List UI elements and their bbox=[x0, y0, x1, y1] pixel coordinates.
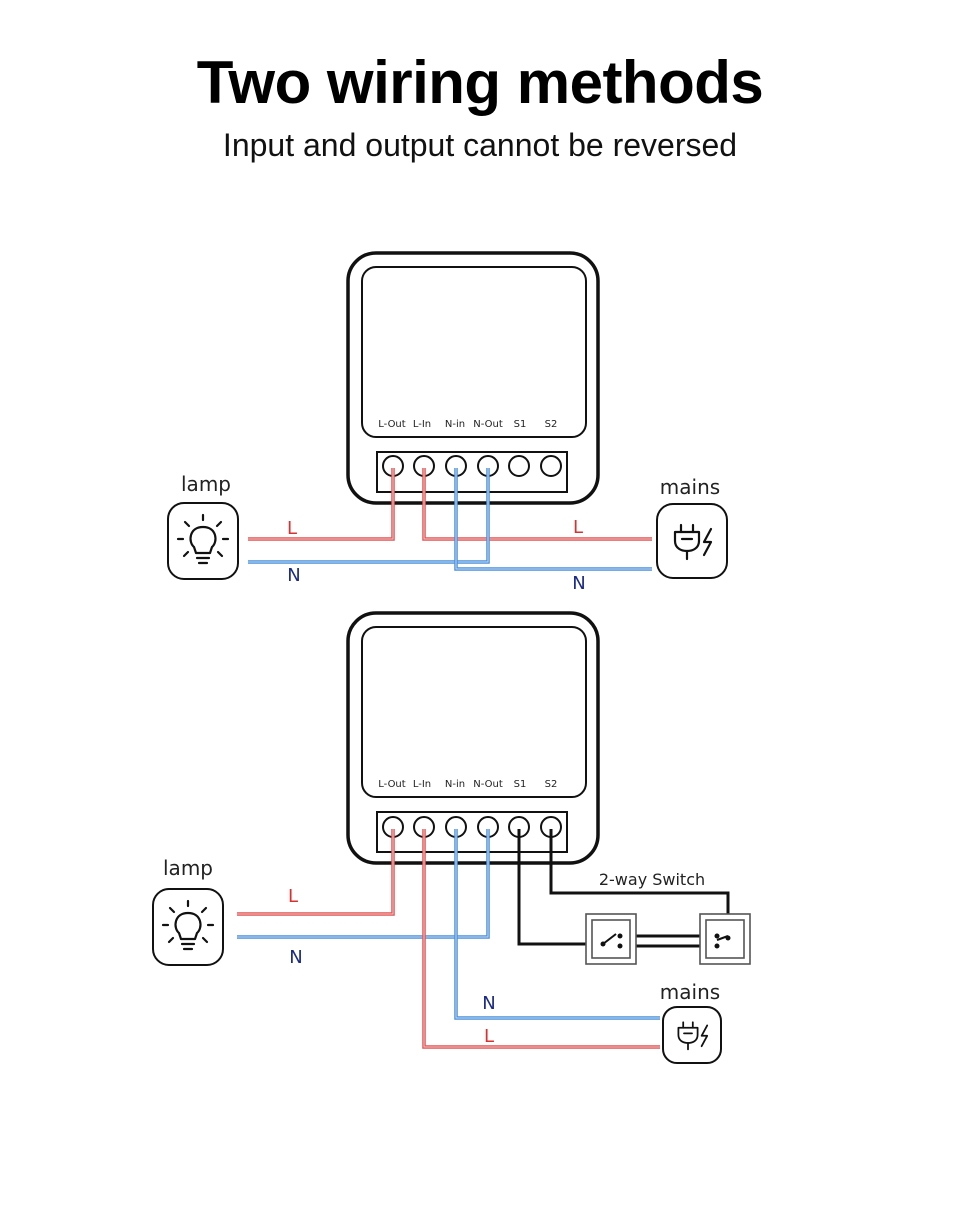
smart-switch-module-2: L-Out L-In N-in N-Out S1 S2 bbox=[346, 611, 600, 865]
wire-s1 bbox=[517, 829, 603, 946]
lamp-icon-box bbox=[167, 502, 239, 580]
diagram-1: L-Out L-In N-in N-Out S1 S2 L N bbox=[167, 251, 728, 594]
switch-icon bbox=[585, 913, 637, 965]
mains-label: mains bbox=[660, 475, 720, 499]
terminal-label-s2: S2 bbox=[545, 779, 558, 790]
wire-label-n-left: N bbox=[287, 565, 300, 586]
module-face bbox=[361, 266, 587, 438]
smart-switch-module-1: L-Out L-In N-in N-Out S1 S2 bbox=[346, 251, 600, 505]
switch-label: 2-way Switch bbox=[599, 870, 705, 889]
diagram-2: L-Out L-In N-in N-Out S1 S2 bbox=[152, 611, 751, 1064]
terminal-label-n-out: N-Out bbox=[473, 419, 503, 430]
wire-label-n-right: N bbox=[572, 573, 585, 594]
switch-icon bbox=[699, 913, 751, 965]
terminal-label-n-in: N-in bbox=[445, 419, 465, 430]
page-title: Two wiring methods bbox=[196, 49, 764, 116]
wire-label-l-right: L bbox=[573, 517, 583, 538]
lamp-label: lamp bbox=[163, 856, 213, 880]
page-subtitle: Input and output cannot be reversed bbox=[222, 127, 738, 163]
wires-1 bbox=[248, 468, 652, 571]
plug-icon bbox=[677, 1021, 709, 1051]
terminal-label-l-in: L-In bbox=[413, 419, 431, 430]
mains-icon-box bbox=[656, 503, 728, 579]
module-face bbox=[361, 626, 587, 798]
terminal-label-n-out: N-Out bbox=[473, 779, 503, 790]
mains-icon-box bbox=[662, 1006, 722, 1064]
terminal-label-l-out: L-Out bbox=[378, 779, 405, 790]
wire-label-l-left: L bbox=[287, 518, 297, 539]
wire-label-n-mains: N bbox=[482, 993, 495, 1014]
terminal-s2 bbox=[540, 455, 562, 477]
terminal-strip bbox=[376, 451, 568, 493]
mains-label: mains bbox=[660, 980, 720, 1004]
wire-label-l-left: L bbox=[288, 886, 298, 907]
wire-label-l-mains: L bbox=[484, 1026, 494, 1047]
terminal-label-l-in: L-In bbox=[413, 779, 431, 790]
plug-icon bbox=[673, 523, 713, 561]
terminal-label-n-in: N-in bbox=[445, 779, 465, 790]
terminal-strip bbox=[376, 811, 568, 853]
wire-label-n-left: N bbox=[289, 947, 302, 968]
terminal-label-s1: S1 bbox=[514, 419, 527, 430]
lightbulb-icon bbox=[161, 899, 215, 951]
lamp-label: lamp bbox=[181, 472, 231, 496]
terminal-label-l-out: L-Out bbox=[378, 419, 405, 430]
terminal-label-s2: S2 bbox=[545, 419, 558, 430]
terminal-label-s1: S1 bbox=[514, 779, 527, 790]
wires-2 bbox=[237, 829, 730, 1049]
lamp-icon-box bbox=[152, 888, 224, 966]
terminal-s1 bbox=[508, 455, 530, 477]
lightbulb-icon bbox=[176, 513, 230, 565]
